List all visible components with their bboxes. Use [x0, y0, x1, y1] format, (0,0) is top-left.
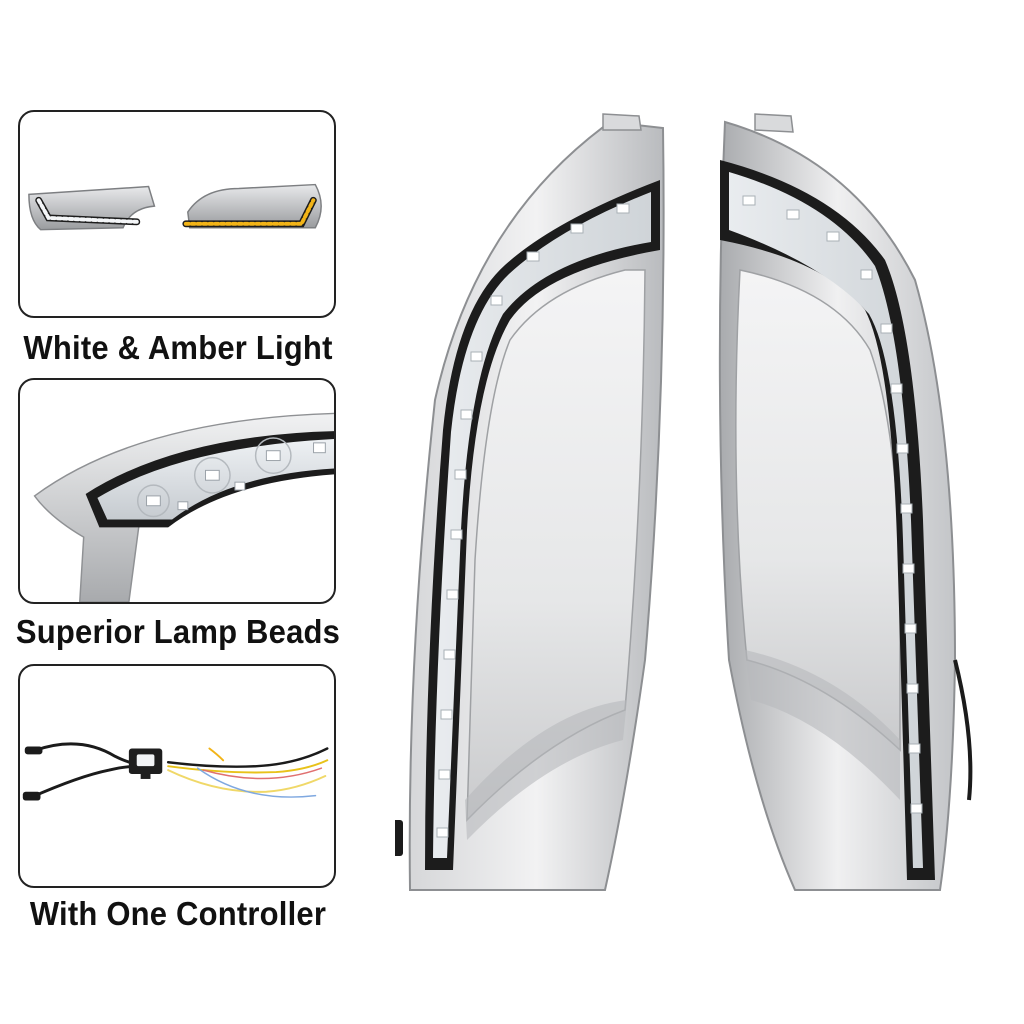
main-product-photo: [395, 100, 995, 910]
feature-panel-controller: [18, 664, 336, 888]
feature-panel-lamp-beads: [18, 378, 336, 604]
left-bezel: [395, 113, 665, 891]
right-bezel: [718, 113, 973, 891]
white-amber-lamps-photo: [28, 183, 322, 231]
lamp-beads-closeup-photo: [33, 412, 334, 602]
feature-panel-white-amber: [18, 110, 336, 318]
feature-caption-lamp-beads: Superior Lamp Beads: [15, 612, 341, 651]
feature-caption-controller: With One Controller: [29, 894, 327, 933]
feature-caption-white-amber: White & Amber Light: [23, 328, 333, 367]
drl-bezel-pair-photo: [395, 113, 973, 891]
controller-wiring-photo: [22, 742, 329, 801]
